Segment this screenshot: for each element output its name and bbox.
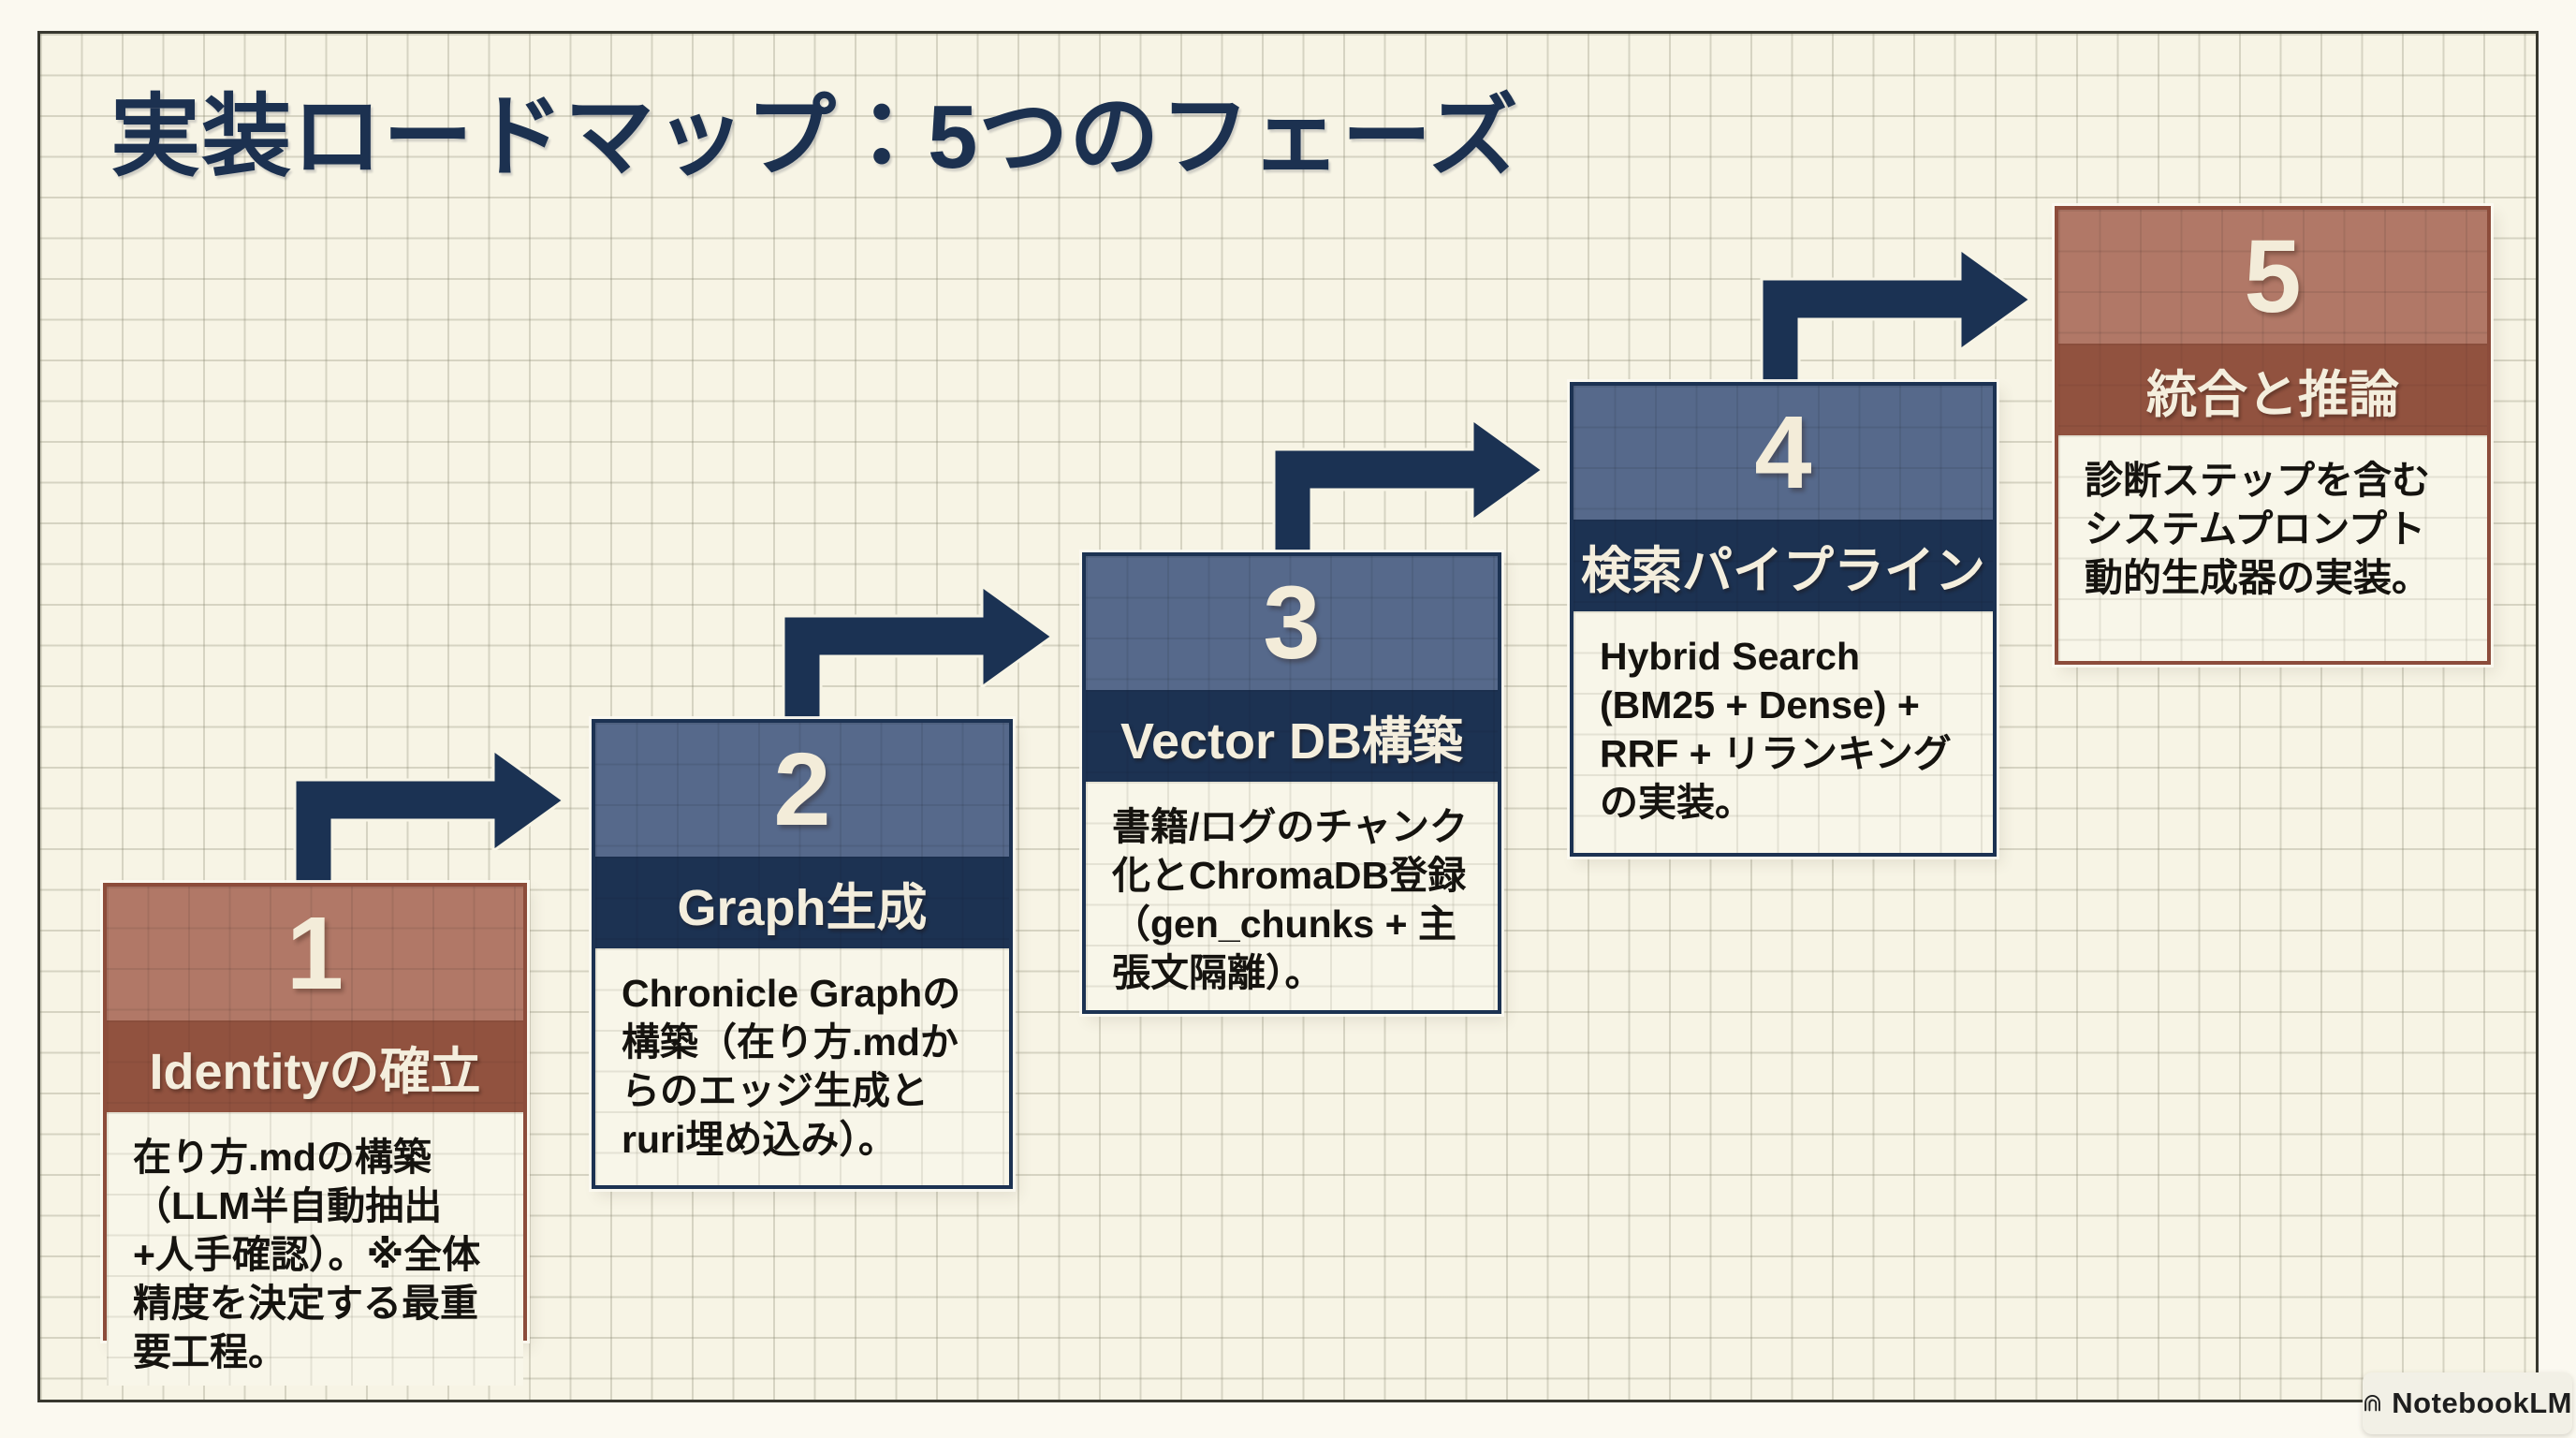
phase-4-description: Hybrid Search (BM25 + Dense) + RRF + リラン… (1573, 611, 1993, 853)
phase-5-description: 診断ステップを含むシステムプロンプト動的生成器の実装。 (2058, 435, 2487, 661)
notebooklm-label: NotebookLM (2392, 1387, 2572, 1419)
phase-1-title: Identityの確立 (107, 1020, 523, 1112)
phase-3-title: Vector DB構築 (1086, 690, 1498, 782)
phase-card-3: 3 Vector DB構築 書籍/ログのチャンク化とChromaDB登録（gen… (1082, 552, 1501, 1014)
phase-5-number: 5 (2058, 210, 2487, 344)
phase-1-number: 1 (107, 887, 523, 1020)
phase-1-description: 在り方.mdの構築（LLM半自動抽出+人手確認）。※全体精度を決定する最重要工程… (107, 1112, 523, 1386)
phase-4-title: 検索パイプライン (1573, 520, 1993, 611)
phase-3-number: 3 (1086, 556, 1498, 690)
phase-card-4: 4 検索パイプライン Hybrid Search (BM25 + Dense) … (1570, 382, 1997, 857)
phase-2-number: 2 (595, 723, 1009, 857)
phase-card-1: 1 Identityの確立 在り方.mdの構築（LLM半自動抽出+人手確認）。※… (103, 883, 527, 1377)
phase-2-title: Graph生成 (595, 857, 1009, 948)
phase-card-5: 5 統合と推論 診断ステップを含むシステムプロンプト動的生成器の実装。 (2055, 206, 2491, 665)
phase-2-description: Chronicle Graphの構築（在り方.mdからのエッジ生成とruri埋め… (595, 948, 1009, 1185)
phase-5-title: 統合と推論 (2058, 344, 2487, 435)
phase-4-number: 4 (1573, 386, 1993, 520)
notebooklm-logo-icon (2364, 1395, 2380, 1412)
notebooklm-badge: NotebookLM (2363, 1372, 2572, 1434)
page-title: 実装ロードマップ：5つのフェーズ (110, 87, 1519, 187)
phase-3-description: 書籍/ログのチャンク化とChromaDB登録（gen_chunks + 主張文隔… (1086, 782, 1498, 1010)
phase-card-2: 2 Graph生成 Chronicle Graphの構築（在り方.mdからのエッ… (592, 719, 1013, 1189)
